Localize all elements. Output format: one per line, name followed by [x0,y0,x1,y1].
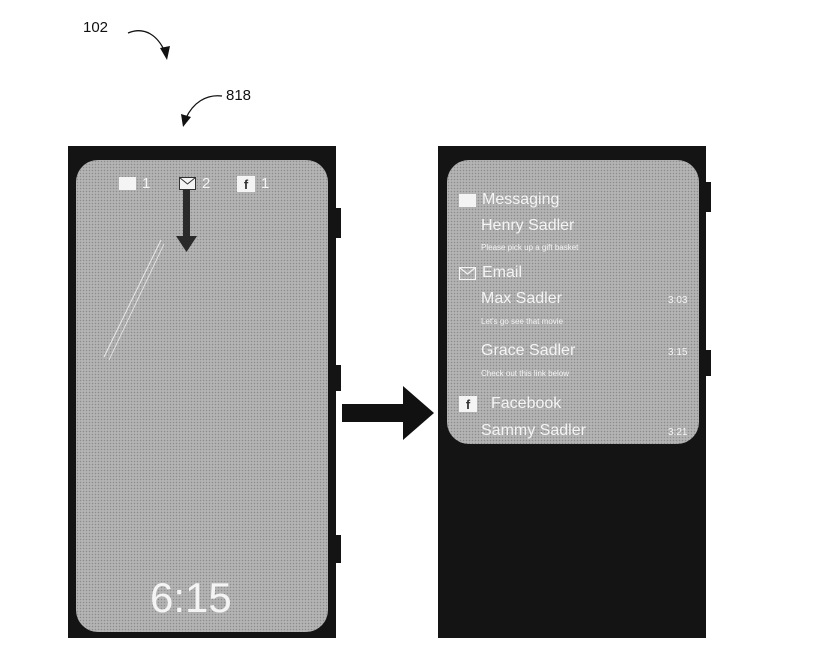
message-icon [459,193,476,207]
notification-time: 3:03 [668,295,688,306]
facebook-indicator[interactable]: f 1 [237,175,269,192]
side-button-middle-right[interactable] [705,350,711,376]
lock-screen-clock: 6:15 [150,574,232,621]
side-button-top-right[interactable] [705,182,711,212]
facebook-section-header: f Facebook [459,395,561,413]
envelope-icon [179,177,196,190]
messaging-section-title: Messaging [482,191,560,208]
notification-time: 3:15 [668,347,688,358]
figure-reference-label: 102 [83,19,109,36]
notification-sender[interactable]: Grace Sadler [481,342,576,359]
facebook-count: 1 [261,175,270,192]
notification-sender[interactable]: Sammy Sadler [481,422,586,439]
notification-time: 3:21 [668,427,688,438]
messaging-indicator[interactable]: 1 [119,175,150,192]
notification-sender[interactable]: Max Sadler [481,290,562,307]
envelope-icon [459,266,476,280]
side-button-middle[interactable] [335,365,341,391]
messaging-count: 1 [142,175,151,192]
email-section-header: Email [459,264,522,282]
email-indicator[interactable]: 2 [179,175,210,192]
facebook-icon: f [459,396,477,412]
email-count: 2 [202,175,211,192]
side-button-top[interactable] [335,208,341,238]
device-reference-label: 818 [226,87,252,104]
lock-screen-display[interactable] [76,160,328,632]
notification-preview: Please pick up a gift basket [481,243,579,252]
facebook-section-title: Facebook [491,395,562,412]
notification-panel[interactable] [447,160,699,444]
notification-preview: Let's go see that movie [481,317,564,326]
side-button-bottom[interactable] [335,535,341,563]
message-icon [119,177,136,190]
notification-preview: Check out this link below [481,369,570,378]
messaging-section-header: Messaging [459,191,559,209]
notification-sender[interactable]: Henry Sadler [481,217,575,234]
facebook-icon: f [237,175,255,192]
email-section-title: Email [482,264,523,281]
